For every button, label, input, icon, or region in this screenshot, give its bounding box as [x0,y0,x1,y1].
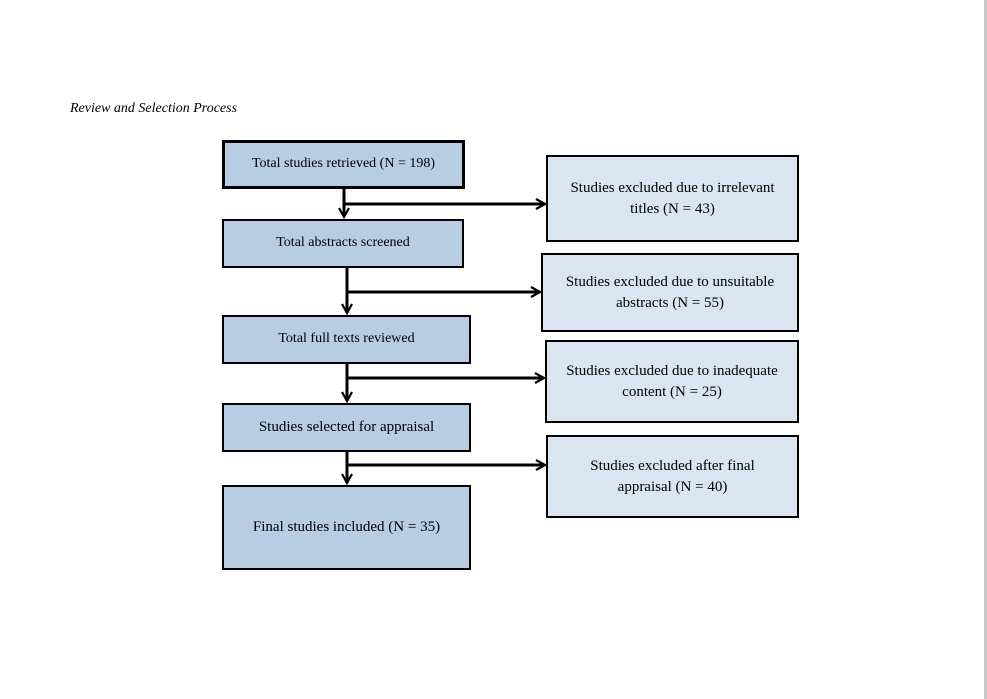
box-label: Studies excluded due to irrelevant title… [570,180,775,217]
box-total-full-texts-reviewed: Total full texts reviewed [222,315,471,364]
page-edge [984,0,987,699]
box-total-studies-retrieved: Total studies retrieved (N = 198) [222,140,465,189]
box-label: Total full texts reviewed [278,331,415,347]
box-label: Studies selected for appraisal [258,419,435,436]
box-label: Total studies retrieved (N = 198) [251,156,436,172]
box-label: Studies excluded due to inadequate conte… [566,363,778,400]
box-label: Studies excluded after final appraisal (… [590,458,755,495]
box-label: Studies excluded due to unsuitable abstr… [565,274,775,311]
box-label: Total abstracts screened [276,235,410,251]
figure-caption: Review and Selection Process [70,101,238,116]
box-excluded-unsuitable-abstracts: Studies excluded due to unsuitable abstr… [541,253,799,332]
box-excluded-irrelevant-titles: Studies excluded due to irrelevant title… [546,155,799,242]
box-label: Final studies included (N = 35) [252,519,441,536]
box-studies-selected-for-appraisal: Studies selected for appraisal [222,403,471,452]
box-final-studies-included: Final studies included (N = 35) [222,485,471,570]
box-excluded-inadequate-content: Studies excluded due to inadequate conte… [545,340,799,423]
box-excluded-after-final-appraisal: Studies excluded after final appraisal (… [546,435,799,518]
box-total-abstracts-screened: Total abstracts screened [222,219,464,268]
